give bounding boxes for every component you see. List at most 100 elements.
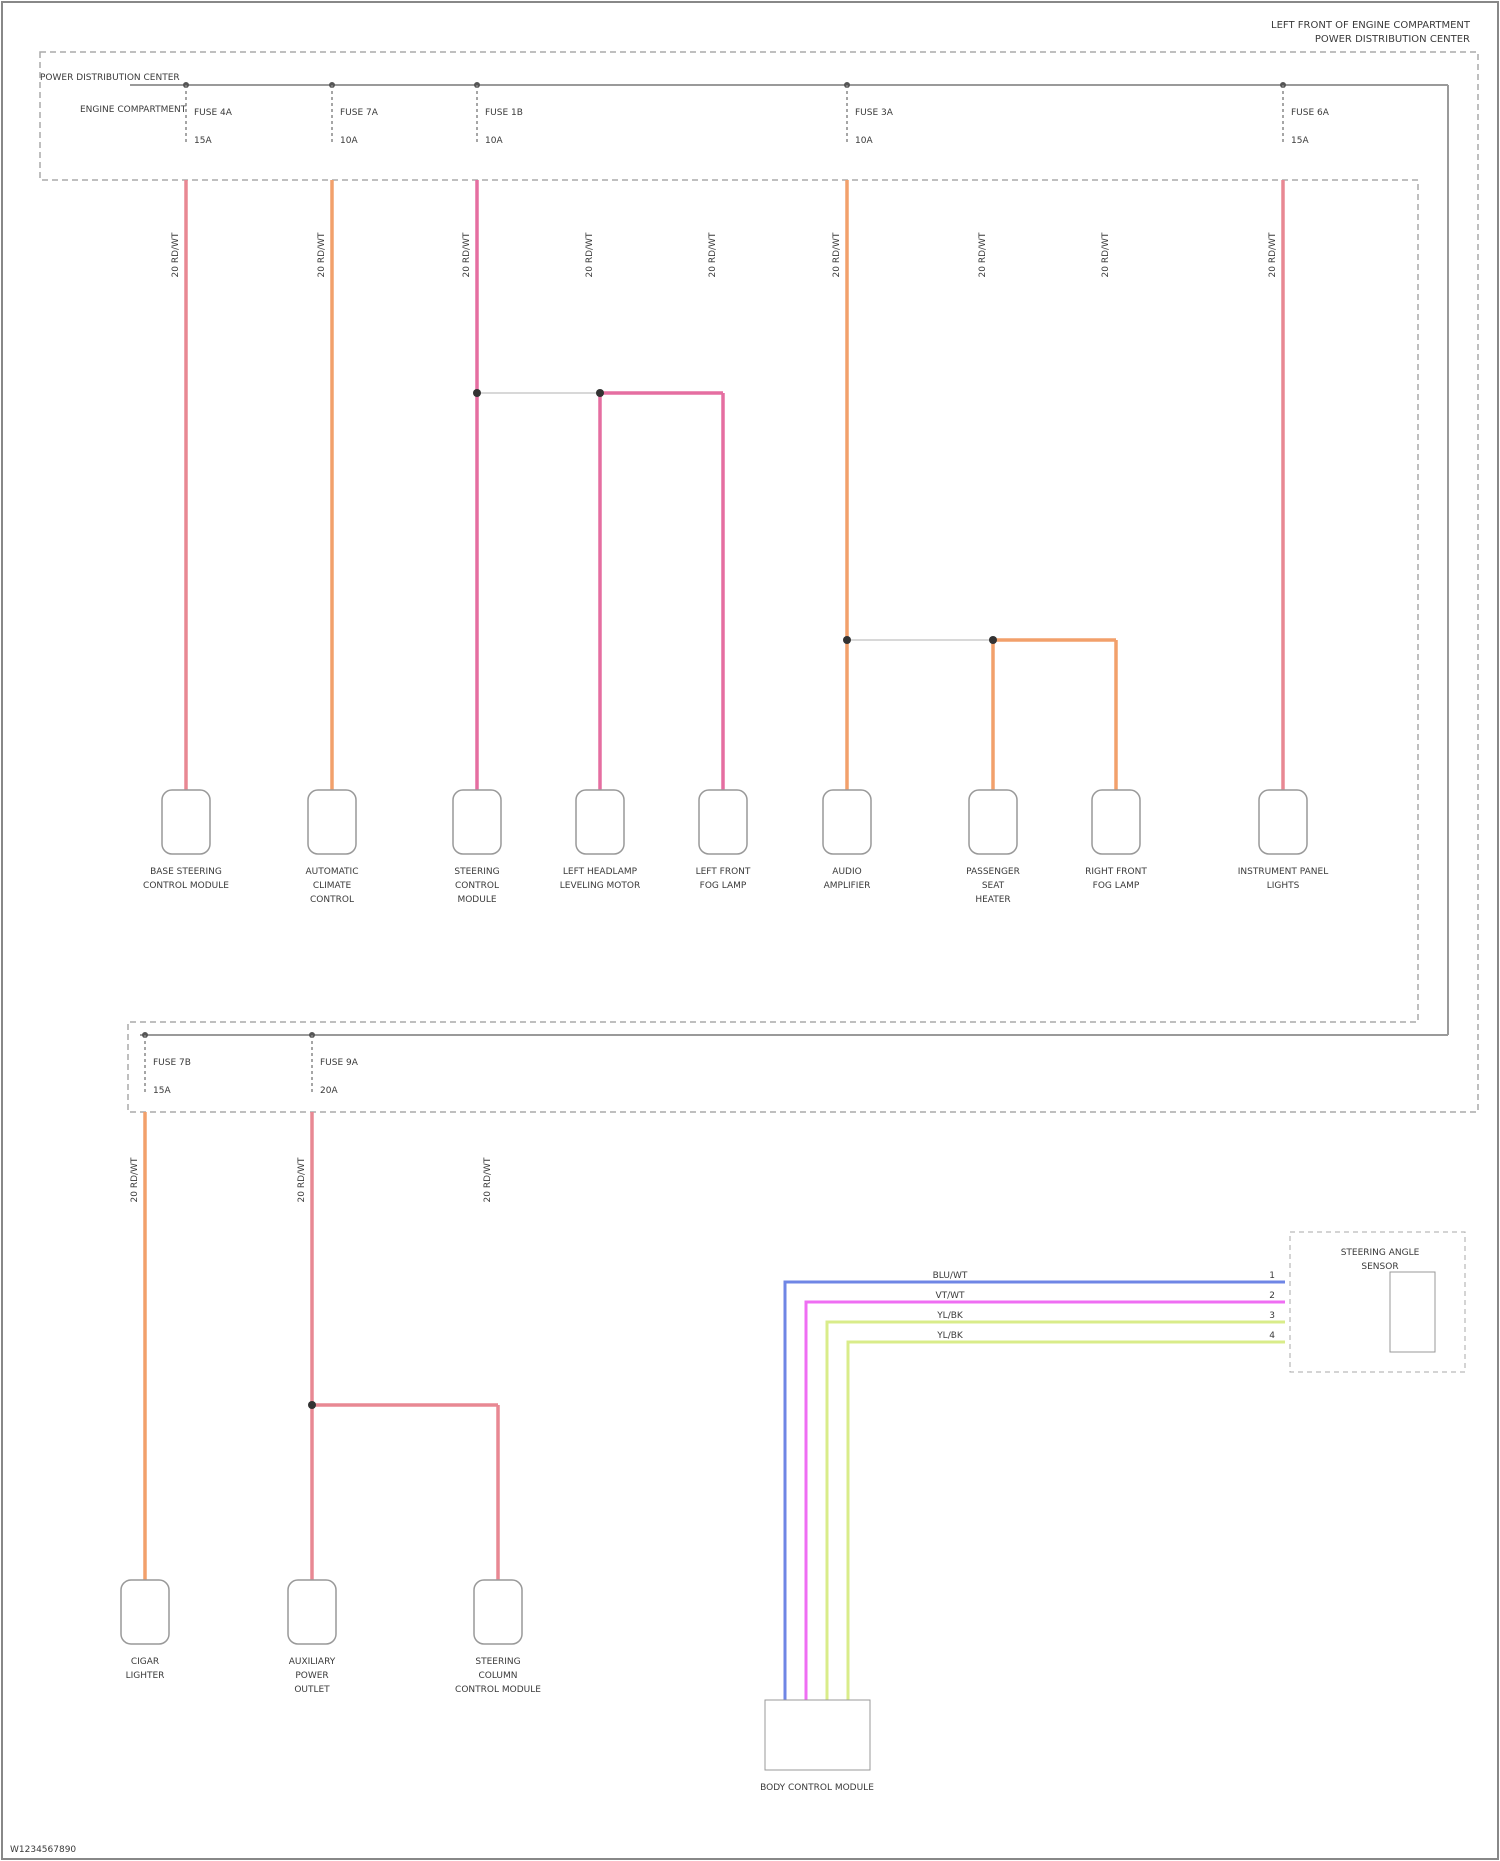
component-label: CLIMATE bbox=[313, 881, 352, 891]
fuse-label: FUSE 1B bbox=[485, 108, 523, 118]
footer-code: W1234567890 bbox=[10, 1845, 76, 1855]
upper-circuits: FUSE 4A 15A FUSE 7A 10A FUSE 1B 10A FUSE 3A 10A… bbox=[143, 82, 1330, 905]
connector-pin-label: 2 bbox=[1269, 1291, 1275, 1301]
component-label: INSTRUMENT PANEL bbox=[1238, 867, 1328, 877]
module-connector-body bbox=[765, 1700, 870, 1770]
fuse-label: FUSE 4A bbox=[194, 108, 233, 118]
wire-label: 20 RD/WT bbox=[1268, 232, 1278, 277]
component-label: AMPLIFIER bbox=[824, 881, 871, 891]
component-label: HEATER bbox=[975, 895, 1010, 905]
connector-pin-label: 3 bbox=[1269, 1311, 1275, 1321]
fuse-rating: 10A bbox=[340, 136, 358, 146]
connector-wire-label: BLU/WT bbox=[933, 1271, 968, 1281]
component-label: CONTROL bbox=[310, 895, 354, 905]
component-body bbox=[162, 790, 210, 854]
wire-label: 20 RD/WT bbox=[832, 232, 842, 277]
wire-label: 20 RD/WT bbox=[462, 232, 472, 277]
fuse-label: FUSE 3A bbox=[855, 108, 894, 118]
fuse-label: FUSE 9A bbox=[320, 1058, 359, 1068]
sensor-body bbox=[1390, 1272, 1435, 1352]
connector-wire-label: VT/WT bbox=[935, 1291, 965, 1301]
component-label: PASSENGER bbox=[966, 867, 1020, 877]
wire-label: 20 RD/WT bbox=[1101, 232, 1111, 277]
fuse-rating: 15A bbox=[194, 136, 212, 146]
signal-wire bbox=[827, 1322, 1285, 1700]
fuse-rating: 10A bbox=[855, 136, 873, 146]
fuse-rating: 15A bbox=[1291, 136, 1309, 146]
header-title-line2: POWER DISTRIBUTION CENTER bbox=[1315, 34, 1470, 45]
module-sublabel: ENGINE COMPARTMENT bbox=[80, 105, 187, 115]
component-label: COLUMN bbox=[478, 1671, 517, 1681]
signal-wire bbox=[785, 1282, 1285, 1700]
component-label: LIGHTER bbox=[126, 1671, 165, 1681]
component-label: SEAT bbox=[982, 881, 1005, 891]
component-body bbox=[308, 790, 356, 854]
fuse-rating: 10A bbox=[485, 136, 503, 146]
connector-wire-label: YL/BK bbox=[936, 1331, 964, 1341]
component-label: LIGHTS bbox=[1267, 881, 1300, 891]
wire-label: 20 RD/WT bbox=[978, 232, 988, 277]
component-label: CIGAR bbox=[131, 1657, 159, 1667]
component-label: STEERING bbox=[454, 867, 499, 877]
pdc-dashed-outline bbox=[40, 52, 1478, 1112]
component-body bbox=[823, 790, 871, 854]
component-body bbox=[121, 1580, 169, 1644]
component-body bbox=[1259, 790, 1307, 854]
component-body bbox=[699, 790, 747, 854]
component-label: AUTOMATIC bbox=[306, 867, 359, 877]
connector-pin-label: 1 bbox=[1269, 1271, 1275, 1281]
sensor-label: SENSOR bbox=[1361, 1262, 1398, 1272]
component-body bbox=[969, 790, 1017, 854]
component-body bbox=[1092, 790, 1140, 854]
sensor-label: STEERING ANGLE bbox=[1341, 1248, 1420, 1258]
component-label: MODULE bbox=[457, 895, 496, 905]
splice-point bbox=[473, 389, 481, 397]
header-title-line1: LEFT FRONT OF ENGINE COMPARTMENT bbox=[1271, 20, 1471, 31]
component-label: FOG LAMP bbox=[700, 881, 747, 891]
splice-point bbox=[308, 1401, 316, 1409]
component-label: AUDIO bbox=[832, 867, 861, 877]
component-label: CONTROL bbox=[455, 881, 499, 891]
fuse-label: FUSE 6A bbox=[1291, 108, 1330, 118]
component-label: OUTLET bbox=[294, 1685, 330, 1695]
component-label: POWER bbox=[295, 1671, 328, 1681]
module-label: POWER DISTRIBUTION CENTER bbox=[40, 73, 180, 83]
signal-wire bbox=[806, 1302, 1285, 1700]
splice-point bbox=[843, 636, 851, 644]
connector-pin-label: 4 bbox=[1269, 1331, 1275, 1341]
wire-label: 20 RD/WT bbox=[585, 232, 595, 277]
component-body bbox=[474, 1580, 522, 1644]
component-label: FOG LAMP bbox=[1093, 881, 1140, 891]
fuse-rating: 20A bbox=[320, 1086, 338, 1096]
component-body bbox=[288, 1580, 336, 1644]
component-label: CONTROL MODULE bbox=[143, 881, 229, 891]
component-body bbox=[576, 790, 624, 854]
component-label: AUXILIARY bbox=[289, 1657, 336, 1667]
signal-wire bbox=[848, 1342, 1285, 1700]
component-label: RIGHT FRONT bbox=[1085, 867, 1147, 877]
component-label: LEVELING MOTOR bbox=[560, 881, 640, 891]
component-label: BASE STEERING bbox=[150, 867, 222, 877]
wire-label: 20 RD/WT bbox=[708, 232, 718, 277]
module-connector-label: BODY CONTROL MODULE bbox=[760, 1783, 874, 1793]
splice-point bbox=[596, 389, 604, 397]
wire-label: 20 RD/WT bbox=[317, 232, 327, 277]
splice-point bbox=[989, 636, 997, 644]
wire-label: 20 RD/WT bbox=[130, 1157, 140, 1202]
wire-label: 20 RD/WT bbox=[483, 1157, 493, 1202]
fuse-rating: 15A bbox=[153, 1086, 171, 1096]
fuse-label: FUSE 7A bbox=[340, 108, 379, 118]
connector-wire-label: YL/BK bbox=[936, 1311, 964, 1321]
component-label: LEFT FRONT bbox=[696, 867, 751, 877]
component-body bbox=[453, 790, 501, 854]
wire-label: 20 RD/WT bbox=[297, 1157, 307, 1202]
lower-circuits: FUSE 7B 15A FUSE 9A 20A 20 RD/WT 20 RD/WT 20 R… bbox=[121, 1032, 541, 1695]
wire-label: 20 RD/WT bbox=[171, 232, 181, 277]
component-label: STEERING bbox=[475, 1657, 520, 1667]
fuse-label: FUSE 7B bbox=[153, 1058, 191, 1068]
component-label: LEFT HEADLAMP bbox=[563, 867, 638, 877]
component-label: CONTROL MODULE bbox=[455, 1685, 541, 1695]
